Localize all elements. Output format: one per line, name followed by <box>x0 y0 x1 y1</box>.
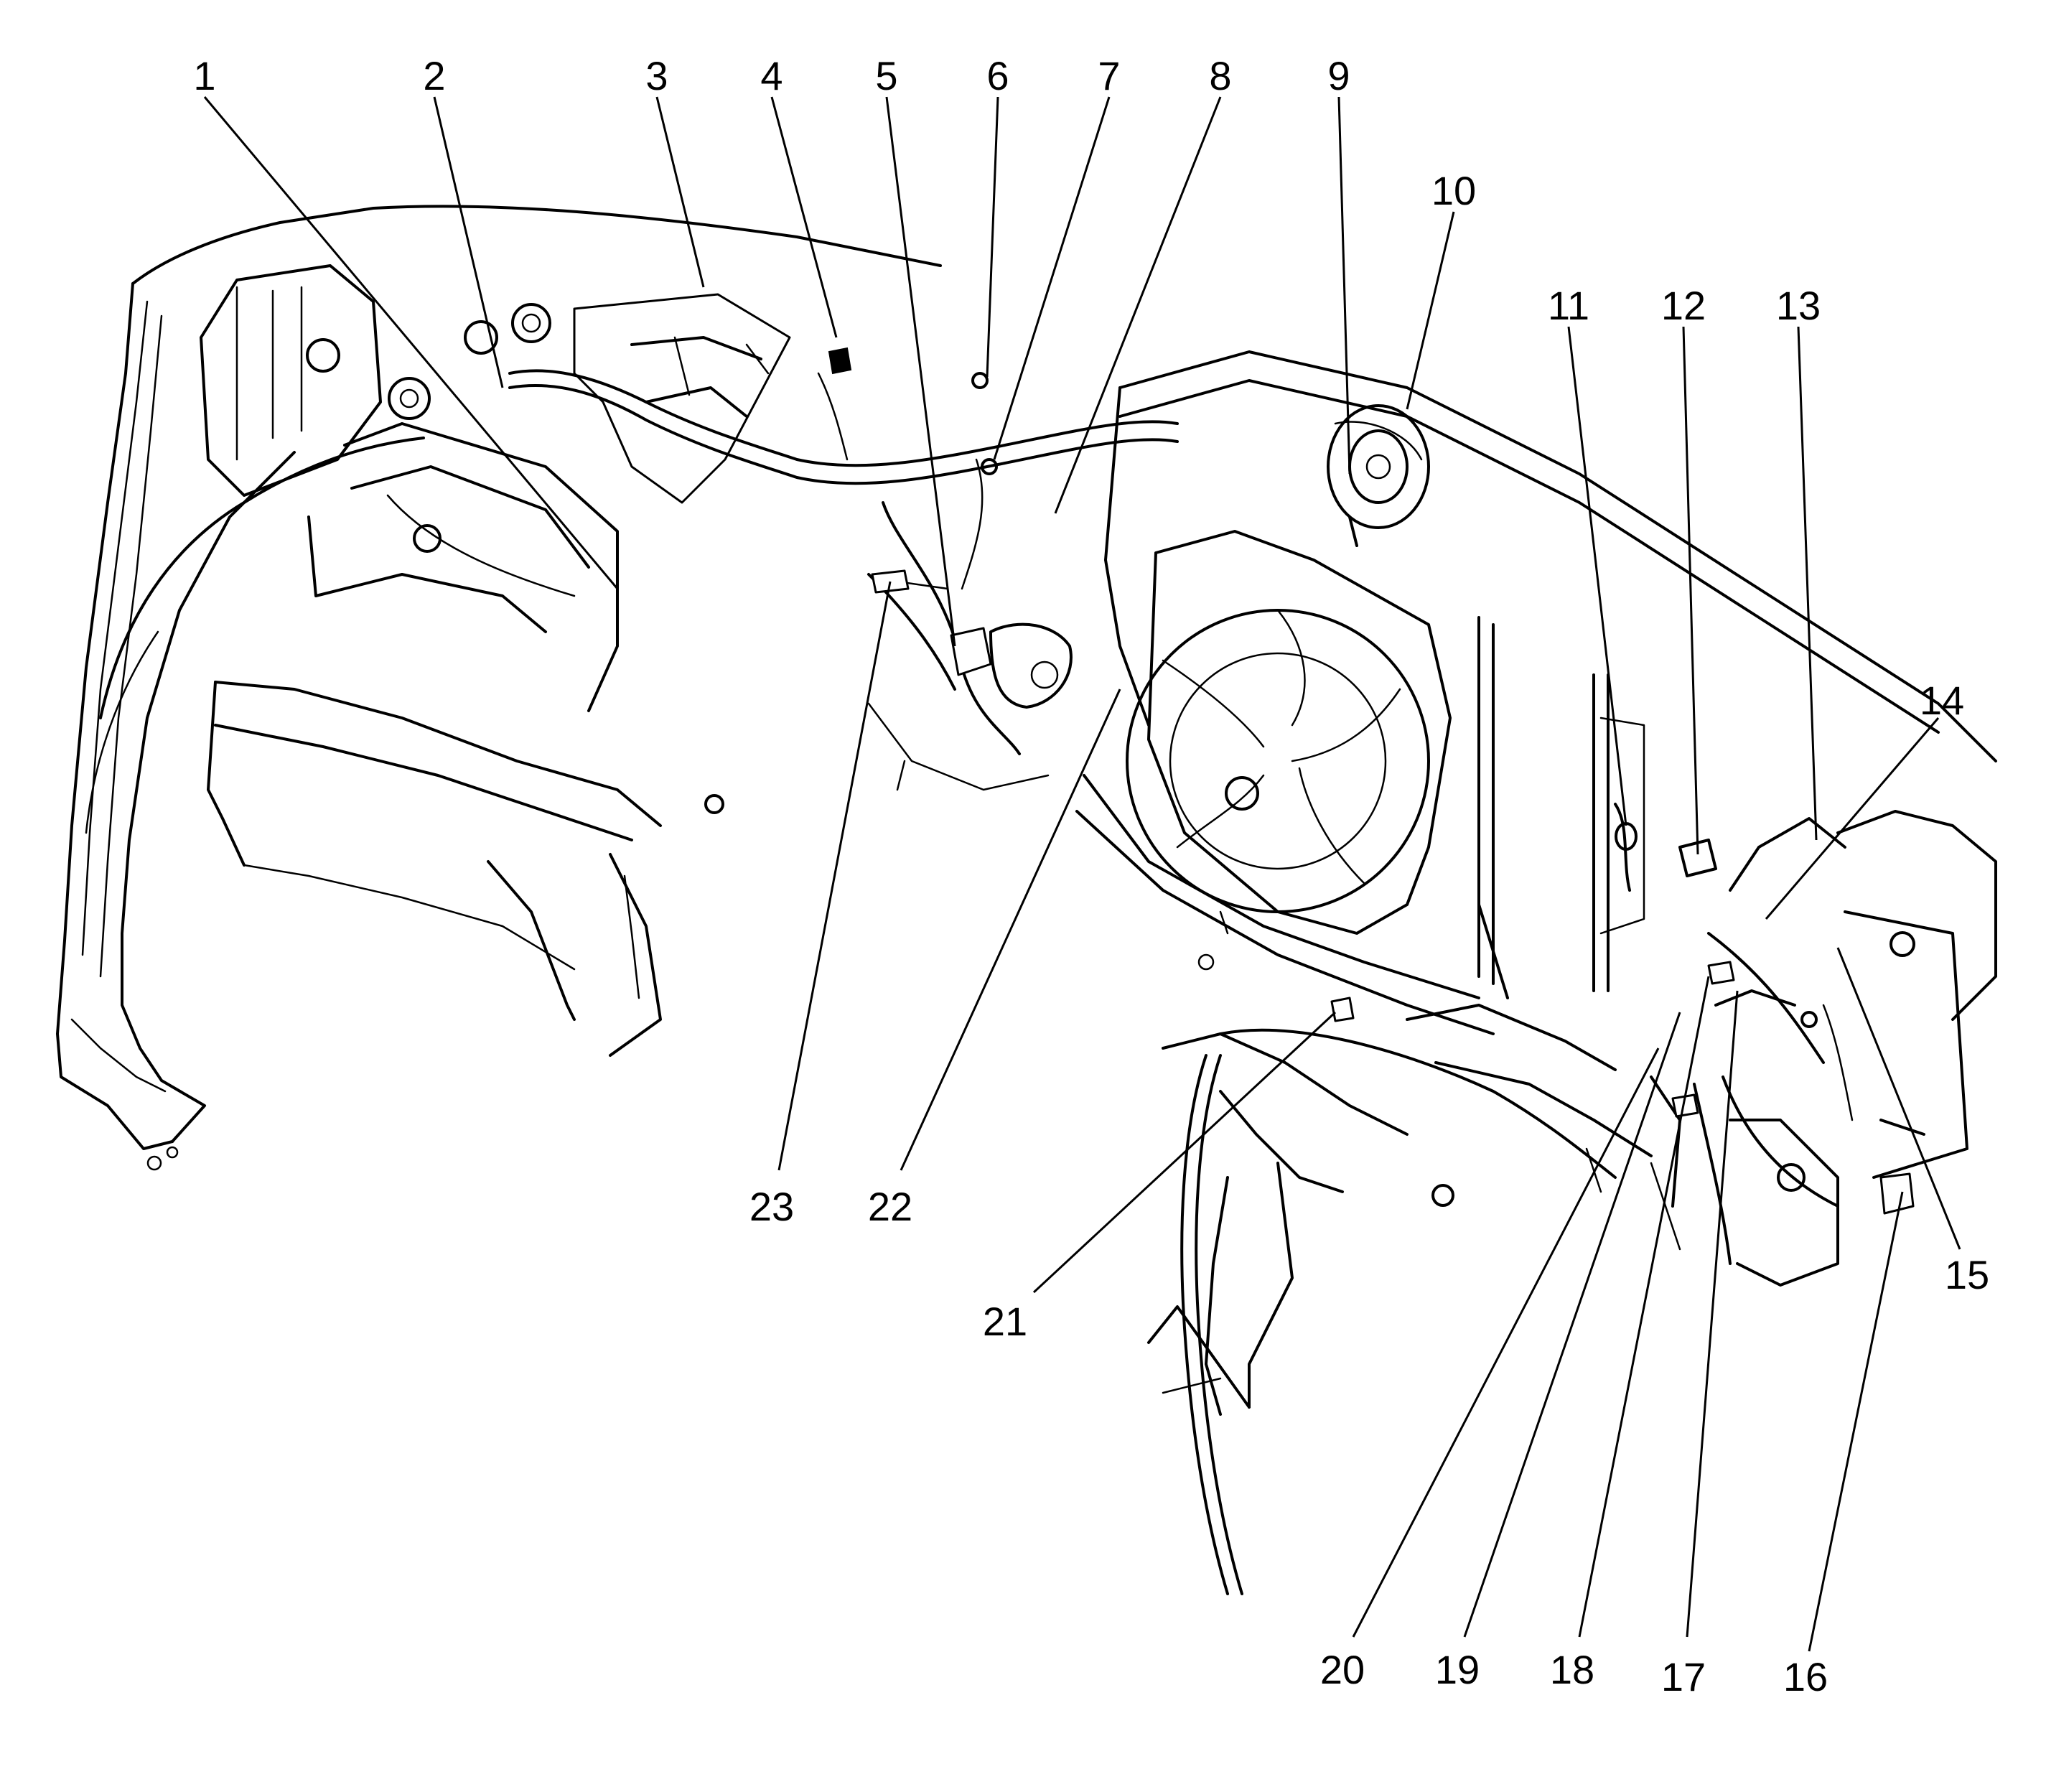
leader-14 <box>1765 717 1940 920</box>
callout-20: 20 <box>1320 1647 1365 1692</box>
leader-18 <box>1578 976 1710 1638</box>
callout-6: 6 <box>986 53 1009 98</box>
callout-12: 12 <box>1661 283 1706 328</box>
junction-block <box>464 293 852 504</box>
callout-14: 14 <box>1920 678 1964 723</box>
callout-22: 22 <box>868 1184 912 1229</box>
leader-22 <box>900 689 1121 1171</box>
callout-labels: 1 2 3 4 5 6 7 8 9 10 11 12 13 14 15 16 1… <box>193 53 1989 1699</box>
horn <box>1327 404 1430 547</box>
left-strut-tower <box>200 264 619 712</box>
callout-15: 15 <box>1945 1252 1989 1297</box>
callout-11: 11 <box>1548 283 1589 328</box>
callout-21: 21 <box>983 1299 1027 1344</box>
callout-18: 18 <box>1550 1647 1594 1692</box>
callout-23: 23 <box>749 1184 794 1229</box>
center-connectors <box>867 372 1073 791</box>
leader-19 <box>1463 1012 1681 1638</box>
callout-9: 9 <box>1327 53 1350 98</box>
cooling-fan <box>1126 530 1495 985</box>
callout-8: 8 <box>1209 53 1231 98</box>
leader-20 <box>1352 1047 1660 1638</box>
leader-4 <box>770 96 838 338</box>
leader-2 <box>433 96 504 388</box>
leader-11 <box>1567 326 1627 826</box>
leader-5 <box>885 96 956 647</box>
callout-leader-lines <box>203 96 1961 1652</box>
callout-16: 16 <box>1783 1654 1828 1699</box>
left-lower-rail <box>207 681 724 1057</box>
leader-15 <box>1836 947 1961 1250</box>
leader-12 <box>1682 326 1699 855</box>
left-wheelhouse <box>56 205 942 1171</box>
callout-1: 1 <box>193 53 215 98</box>
leader-16 <box>1808 1191 1904 1652</box>
leader-1 <box>203 96 619 589</box>
callout-10: 10 <box>1431 168 1476 213</box>
radiator-support <box>1075 350 1997 1035</box>
callout-4: 4 <box>760 53 783 98</box>
leader-23 <box>777 581 892 1171</box>
callout-5: 5 <box>875 53 897 98</box>
right-lower-rail <box>1147 961 1839 1595</box>
callout-19: 19 <box>1435 1647 1480 1692</box>
leader-8 <box>1054 96 1222 514</box>
callout-2: 2 <box>423 53 445 98</box>
callout-3: 3 <box>645 53 668 98</box>
leader-7 <box>993 96 1111 460</box>
leader-3 <box>655 96 705 288</box>
leader-6 <box>986 96 999 378</box>
leader-13 <box>1797 326 1818 841</box>
callout-17: 17 <box>1661 1654 1706 1699</box>
leader-21 <box>1032 1011 1337 1294</box>
callout-7: 7 <box>1098 53 1120 98</box>
vehicle-front-structure-illustration <box>56 205 1997 1595</box>
right-front-structure <box>1592 673 1997 1215</box>
leader-9 <box>1337 96 1351 475</box>
main-harness <box>508 369 1179 755</box>
leader-17 <box>1686 990 1739 1638</box>
leader-10 <box>1406 211 1455 410</box>
callout-13: 13 <box>1776 283 1821 328</box>
